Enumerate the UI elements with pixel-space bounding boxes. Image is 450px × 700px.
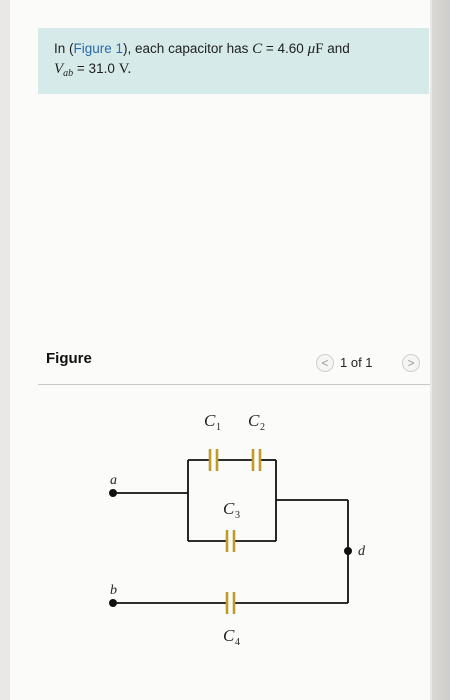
next-figure-button[interactable]: > bbox=[402, 354, 420, 372]
c1-label: C bbox=[204, 411, 216, 430]
terminal-b bbox=[109, 599, 117, 607]
c2-subscript: 2 bbox=[260, 422, 265, 433]
node-label-d: d bbox=[358, 544, 366, 559]
volt-unit: V. bbox=[118, 61, 132, 77]
problem-and: and bbox=[323, 41, 350, 56]
terminal-a bbox=[109, 489, 117, 497]
problem-intro: In ( bbox=[54, 41, 74, 56]
node-label-a: a bbox=[110, 473, 117, 488]
node-label-b: b bbox=[110, 583, 117, 598]
capacitor-plates bbox=[208, 449, 262, 614]
c2-label: C bbox=[248, 411, 260, 430]
junction-d bbox=[344, 547, 352, 555]
figure-link[interactable]: Figure 1 bbox=[73, 41, 124, 56]
chevron-left-icon: < bbox=[321, 356, 329, 370]
voltage-value: = 31.0 bbox=[73, 61, 119, 76]
micro-symbol: μ bbox=[307, 41, 316, 57]
c3-subscript: 3 bbox=[235, 510, 240, 521]
capacitance-value: = 4.60 bbox=[262, 41, 308, 56]
problem-middle: ), each capacitor has bbox=[123, 41, 253, 56]
farad-unit: F bbox=[315, 41, 324, 57]
page-edge bbox=[432, 0, 450, 700]
c3-label: C bbox=[223, 499, 235, 518]
voltage-subscript: ab bbox=[63, 68, 74, 79]
capacitance-symbol: C bbox=[252, 41, 263, 57]
figure-page-indicator: 1 of 1 bbox=[340, 355, 373, 370]
figure-title: Figure bbox=[46, 350, 92, 367]
prev-figure-button[interactable]: < bbox=[316, 354, 334, 372]
page-card bbox=[10, 0, 430, 700]
circuit-diagram: a b d C 1 C 2 C 3 C 4 bbox=[109, 411, 366, 648]
problem-statement: In (Figure 1), each capacitor has C = 4.… bbox=[38, 28, 429, 94]
c4-label: C bbox=[223, 626, 235, 645]
voltage-symbol: V bbox=[54, 61, 64, 77]
figure-header: Figure < 1 of 1 > bbox=[38, 340, 430, 385]
c1-subscript: 1 bbox=[216, 422, 221, 433]
circuit-wires bbox=[113, 459, 349, 604]
c4-subscript: 4 bbox=[235, 637, 240, 648]
chevron-right-icon: > bbox=[407, 356, 415, 370]
